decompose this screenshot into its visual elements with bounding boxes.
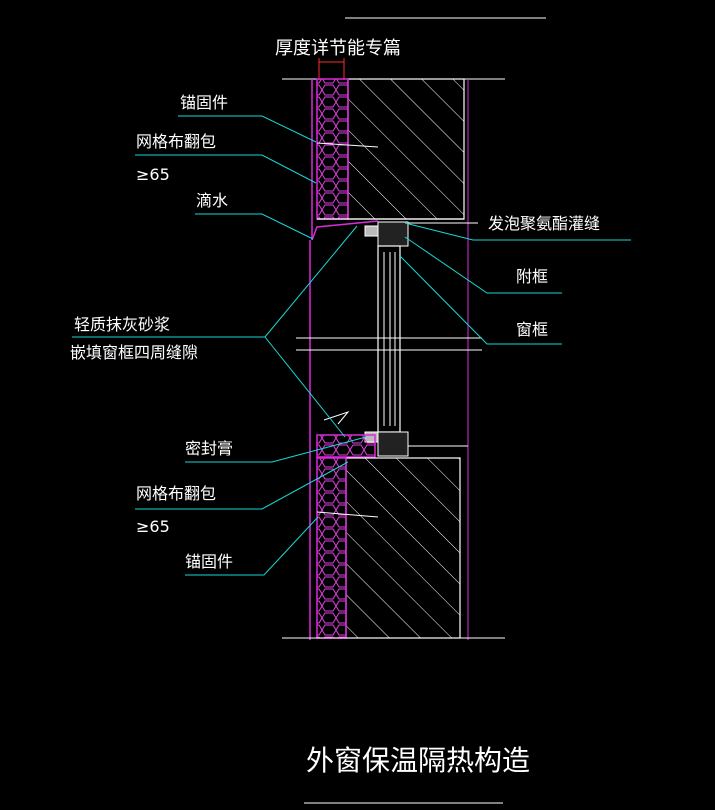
- lower-subframe: [377, 431, 409, 457]
- upper-subframe: [377, 221, 409, 247]
- leader-mortar-down: [264, 336, 346, 438]
- label-dim-bottom: ≥65: [136, 517, 170, 536]
- leader-mesh-top: [135, 154, 317, 184]
- upper-sealant-block: [364, 225, 379, 237]
- label-window-frame: 窗框: [516, 320, 548, 339]
- leader-lines: [72, 115, 631, 576]
- sill-insulation: [316, 434, 376, 458]
- break-line: [296, 337, 482, 351]
- leader-anchor-bottom: [185, 516, 319, 576]
- drawing-title: 外窗保温隔热构造: [306, 744, 530, 777]
- label-drip: 滴水: [196, 191, 228, 210]
- leader-anchor-top: [178, 115, 317, 143]
- label-mortar-line2: 嵌填窗框四周缝隙: [70, 343, 198, 362]
- lower-anchor: [316, 511, 379, 518]
- label-anchor-bottom: 锚固件: [185, 552, 233, 571]
- label-mortar-line1: 轻质抹灰砂浆: [74, 315, 170, 334]
- label-mesh-bottom: 网格布翻包: [136, 484, 216, 503]
- leader-subframe: [404, 236, 562, 294]
- label-dim-top: ≥65: [136, 165, 170, 184]
- leader-foam: [404, 222, 631, 241]
- label-subframe: 附框: [516, 267, 548, 286]
- label-anchor-top: 锚固件: [180, 93, 228, 112]
- lower-insulation: [316, 457, 347, 639]
- label-sealant: 密封膏: [185, 439, 233, 458]
- leader-sealant: [185, 436, 367, 463]
- leader-window-frame: [399, 255, 562, 345]
- drip-edge: [311, 220, 379, 241]
- label-mesh-top: 网格布翻包: [136, 132, 216, 151]
- upper-insulation: [316, 78, 349, 220]
- leader-mesh-bottom: [135, 461, 349, 510]
- window-assembly: [364, 221, 478, 457]
- labels: 锚固件 网格布翻包 ≥65 滴水 轻质抹灰砂浆 嵌填窗框四周缝隙 密封膏 网格布…: [70, 93, 600, 571]
- slope-symbol: [323, 410, 350, 425]
- lower-wall: [282, 410, 505, 639]
- window-frame: [377, 245, 401, 433]
- thickness-dimension: [318, 58, 345, 80]
- leader-drip: [195, 213, 314, 240]
- upper-concrete: [347, 78, 465, 220]
- upper-wall: [282, 78, 505, 241]
- upper-anchor: [316, 142, 379, 148]
- lower-concrete: [345, 457, 461, 639]
- label-foam: 发泡聚氨酯灌缝: [488, 214, 600, 233]
- thickness-note: 厚度详节能专篇: [275, 38, 401, 59]
